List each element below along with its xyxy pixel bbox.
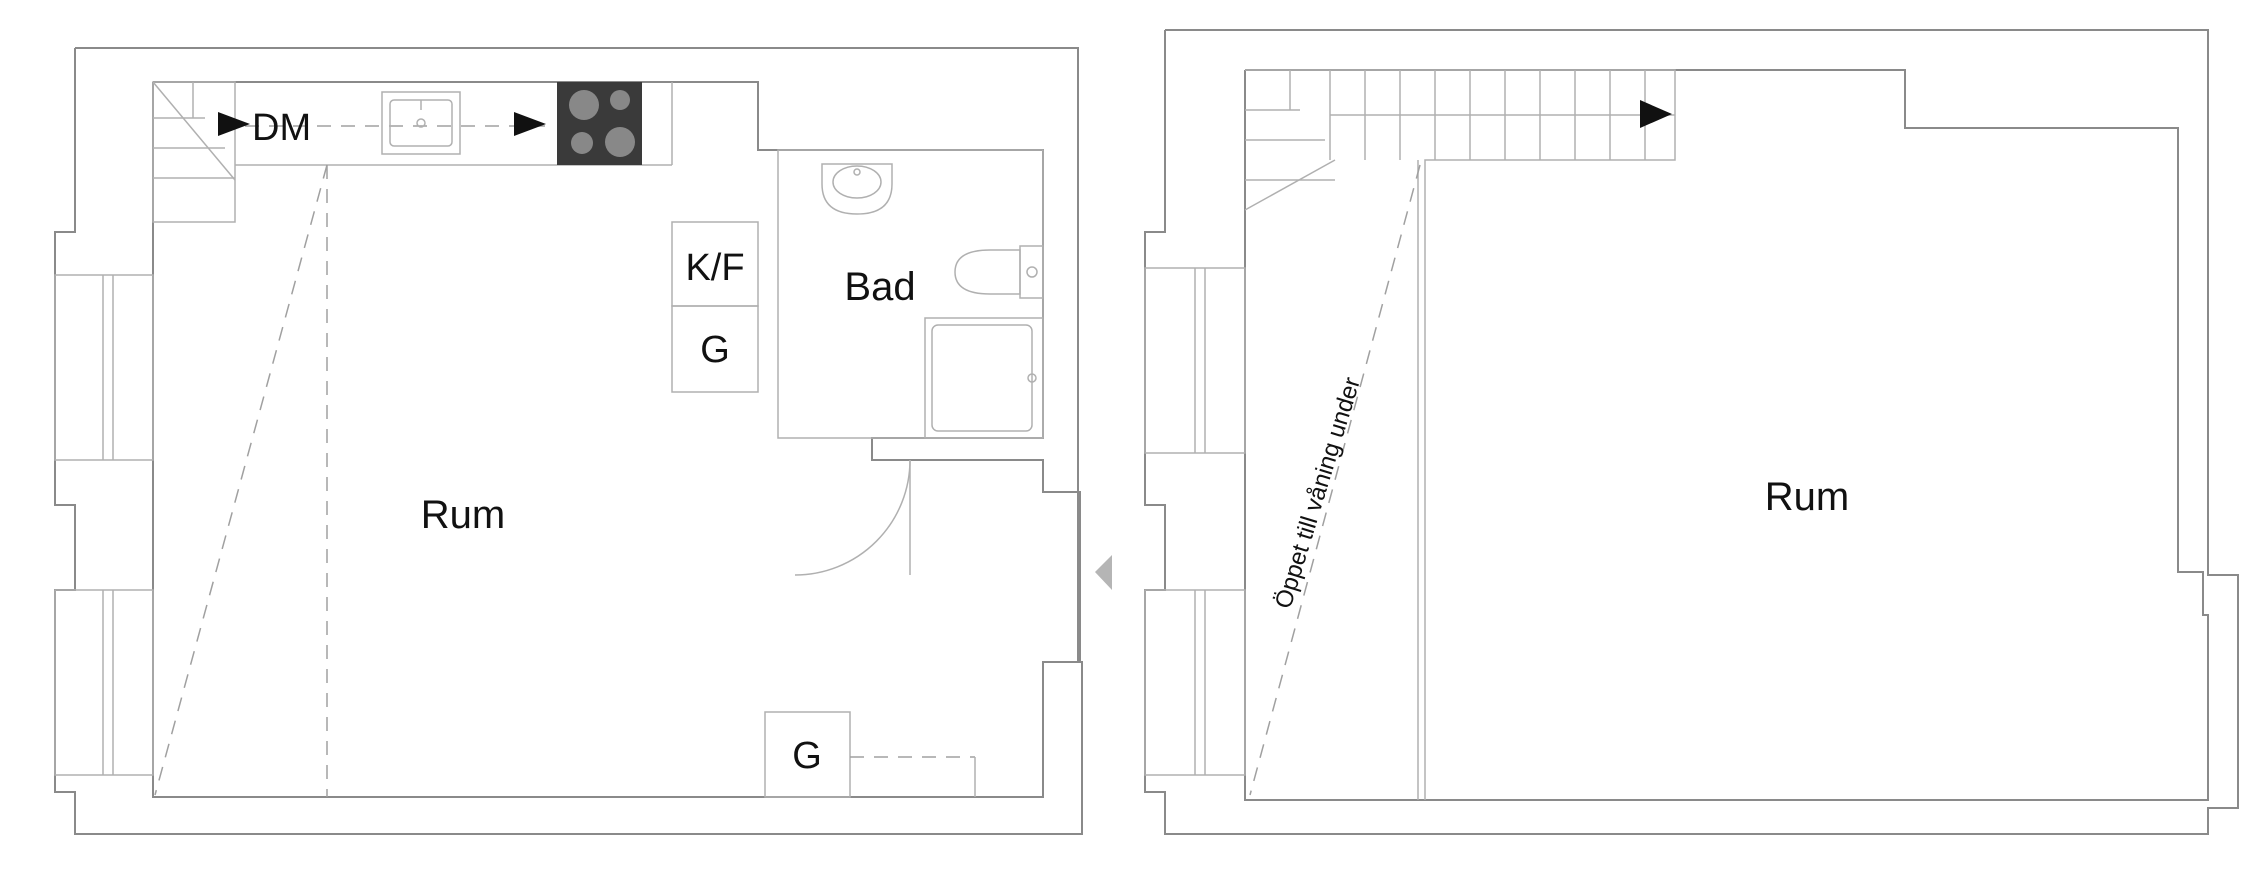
open-below-diagonal — [1249, 164, 1421, 796]
upper-window-top — [1144, 267, 1246, 454]
connector-arrow-icon — [1095, 555, 1112, 590]
toilet-icon — [954, 245, 1044, 299]
lower-floor: DM K/F G — [54, 47, 1083, 835]
lower-window-top — [54, 274, 154, 461]
fridge-freezer-label: K/F — [685, 247, 744, 289]
sink-icon — [381, 91, 461, 155]
lower-window-bottom — [54, 589, 154, 776]
upper-room-label: Rum — [1765, 475, 1849, 519]
dishwasher-arrow-icon — [218, 112, 250, 136]
shower-icon — [924, 317, 1044, 439]
kitchen-arrow-icon — [514, 112, 546, 136]
fridge-freezer-cabinet: K/F — [671, 221, 759, 307]
lower-inner-wall — [152, 81, 1081, 798]
upper-staircase — [1244, 69, 1676, 800]
bathroom-door — [794, 459, 911, 576]
upper-inner-wall — [1244, 69, 2209, 801]
bathroom — [777, 149, 1044, 439]
lower-room-label: Rum — [421, 493, 505, 537]
upper-stair-arrow-icon — [1640, 100, 1672, 128]
closet-bottom: G — [764, 711, 976, 798]
closet-label-bottom: G — [792, 735, 822, 777]
bath-label: Bad — [844, 265, 915, 309]
overhang-diagonal — [154, 164, 328, 796]
closet-label-top: G — [700, 329, 730, 371]
upper-floor: Öppet till våning under Rum — [1144, 29, 2239, 835]
dishwasher-label: DM — [252, 107, 311, 149]
stove-icon — [557, 82, 642, 165]
upper-window-bottom — [1144, 589, 1246, 776]
open-below-label: Öppet till våning under — [1270, 374, 1366, 612]
lower-staircase — [152, 81, 236, 223]
closet-top: G — [671, 305, 759, 393]
upper-outer-wall — [1144, 29, 2239, 835]
washbasin-icon — [821, 163, 893, 215]
lower-outer-wall — [54, 47, 1083, 835]
